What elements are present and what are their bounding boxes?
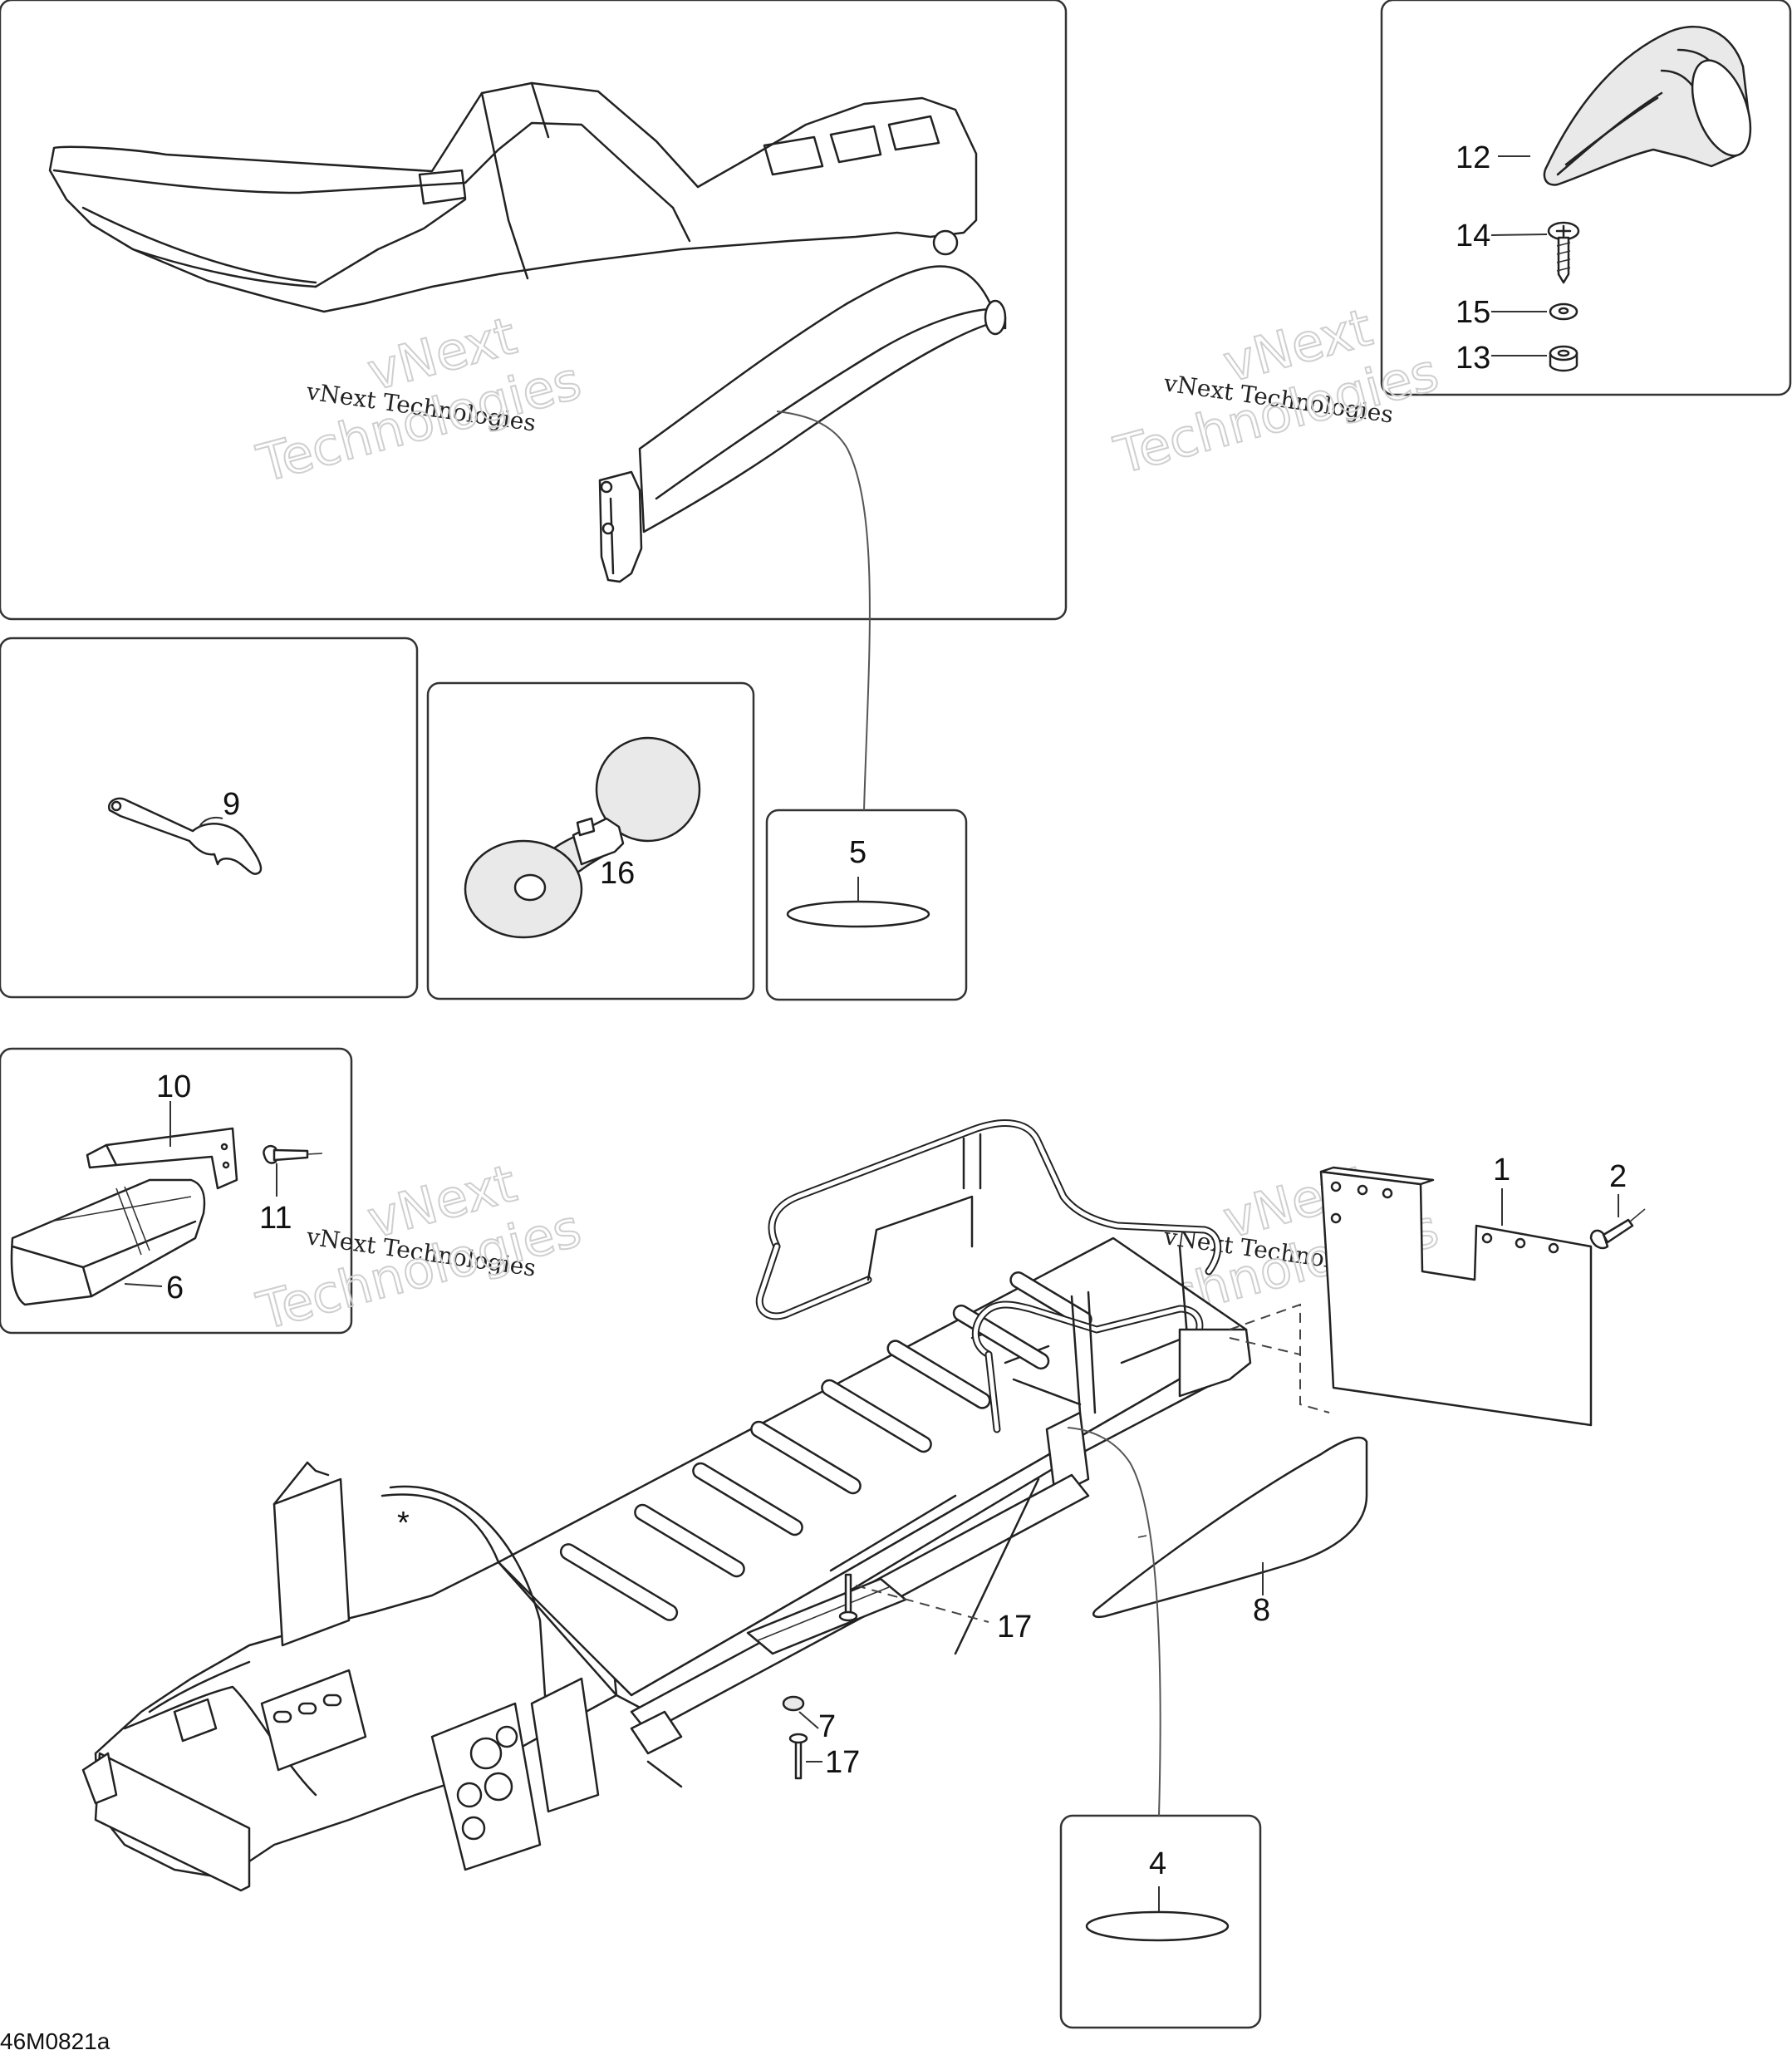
callout-11: 11 [259,1201,292,1236]
callout-10: 10 [156,1069,191,1104]
callout-16: 16 [600,856,635,891]
bumper-panel: vNext Technologies vNext Technologies [0,0,1068,621]
tube-drawing [782,1695,805,1712]
decal-ring [786,900,930,928]
spanner-panel: 9 [0,637,419,999]
screw-drawing [1547,221,1580,284]
callout-13: 13 [1456,341,1490,376]
rivet-drawing [263,1144,323,1164]
callout-15: 15 [1456,295,1490,330]
decal-ring [1085,1910,1230,1942]
rivet-drawing [788,1573,858,1780]
snowflap-drawing [1319,1166,1593,1427]
callout-2: 2 [1609,1159,1627,1194]
callout-4: 4 [1149,1846,1166,1881]
callout-1: 1 [1493,1153,1510,1187]
leader-line [776,411,871,811]
bag-panel: 10 11 6 [0,1047,353,1335]
spanner-panel-frame [0,637,419,999]
leader-line [1067,1427,1161,1817]
callout-12: 12 [1456,140,1490,175]
callout-8: 8 [1253,1593,1270,1628]
horn-panel: 16 [426,681,755,1000]
washer-drawing [1549,302,1578,321]
decal-4-panel: 4 [1059,1427,1262,2029]
spanner-wrench-drawing [107,797,263,875]
bracket-drawing [86,1127,238,1190]
diagram-code: 46M0821a [0,2028,110,2054]
bag-drawing [10,1178,206,1306]
callout-17: 17 [997,1610,1032,1644]
taillight-panel: 12 14 15 13 [1380,0,1792,396]
horn-drawing [464,736,701,939]
callout-9: 9 [223,787,240,822]
callout-17: 17 [825,1745,860,1780]
rear-bumper-drawing [48,81,978,313]
nut-drawing [1549,345,1578,372]
taillight-drawing [1543,25,1752,186]
bumper-support-arm-drawing [598,265,1007,583]
chassis-frame-drawing: * [81,1119,1252,1892]
callout-7: 7 [818,1709,836,1744]
callout-14: 14 [1456,219,1490,253]
asterisk-note-mark: * [397,1506,410,1541]
decal-5-panel: 5 [765,411,968,1001]
tunnel-slot [434,1271,1092,1690]
rivet-drawing [1589,1208,1646,1250]
callout-5: 5 [849,835,867,870]
side-decal-drawing [1092,1436,1368,1618]
callout-6: 6 [166,1271,184,1305]
